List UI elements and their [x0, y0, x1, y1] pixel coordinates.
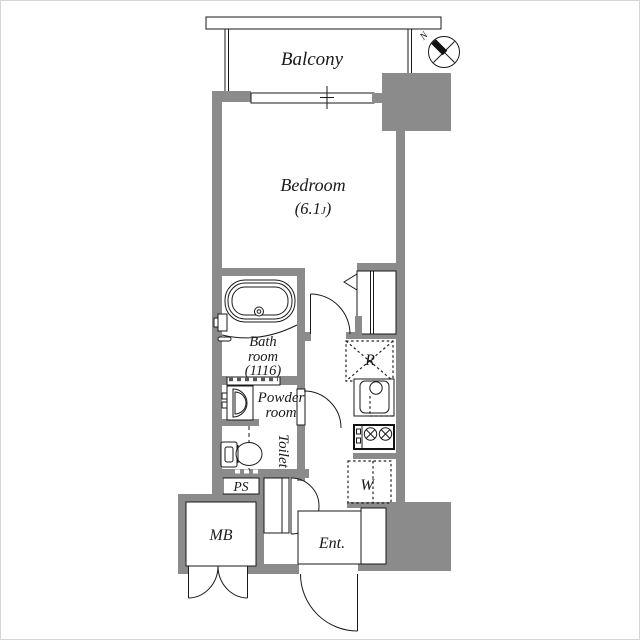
powder-room	[220, 385, 342, 474]
compass-needle	[431, 39, 448, 56]
toilet-bowl	[235, 442, 263, 466]
entrance-label: Ent.	[318, 535, 345, 552]
balcony-slab	[205, 16, 442, 30]
bath-faucet-handle	[213, 317, 219, 328]
bedroom-door	[310, 293, 351, 335]
shoe-cabinet-swing-top	[290, 477, 320, 507]
bathtub	[224, 279, 296, 323]
washer-space: W	[347, 460, 392, 504]
bathroom-label-1: Bath	[249, 334, 276, 350]
bath-sliding-door	[226, 376, 281, 386]
bathtub-apron	[221, 324, 298, 339]
pipe-space-label: PS	[233, 479, 249, 494]
entrance	[297, 507, 387, 632]
closet	[343, 270, 397, 335]
pipe-space: PS	[222, 477, 260, 495]
toilet-fixture	[220, 441, 263, 468]
powder-room-label-2: room	[265, 405, 296, 421]
entry-door-swing	[300, 573, 358, 632]
washbasin	[221, 385, 254, 421]
bathtub-drain	[254, 306, 264, 317]
balcony-rail-right	[407, 29, 412, 73]
toilet-label: Toilet	[275, 434, 291, 468]
powder-room-door	[296, 388, 342, 429]
powder-door-swing	[303, 390, 342, 429]
bathroom-label-2: room	[248, 349, 278, 365]
bath-faucet	[217, 313, 228, 332]
column-top-right	[382, 73, 451, 131]
balcony-label: Balcony	[281, 49, 344, 70]
bedroom-door-swing	[310, 293, 351, 335]
compass-icon: N	[417, 29, 460, 68]
kitchen: R W	[345, 340, 395, 504]
balcony-rail-left	[224, 29, 229, 91]
washer-label: W	[360, 477, 375, 494]
bedroom-size-label: (6.1J)	[295, 199, 332, 218]
meter-box-label: MB	[208, 527, 232, 544]
walls	[178, 73, 451, 574]
stove-burners	[363, 427, 393, 441]
mb-door-swing-left	[188, 565, 219, 599]
compass-north-label: N	[417, 29, 431, 43]
towel-bar	[217, 336, 232, 342]
bathroom-label-3: (1116)	[245, 363, 282, 379]
bedroom-label: Bedroom	[280, 175, 345, 195]
kitchen-sink	[353, 378, 395, 417]
powder-room-label-1: Powder	[257, 390, 305, 406]
refrigerator-space: R	[345, 340, 394, 382]
powder-door-leaf	[296, 388, 306, 426]
stove	[353, 424, 395, 450]
refrigerator-label: R	[364, 352, 375, 369]
closet-door-marker	[343, 273, 358, 291]
mb-door-swing-right	[217, 565, 248, 599]
entrance-step	[360, 507, 387, 565]
balcony	[205, 16, 442, 91]
balcony-window	[250, 86, 382, 109]
column-bottom-right	[386, 502, 451, 571]
bathroom	[213, 279, 298, 386]
meter-box: MB	[185, 501, 257, 599]
